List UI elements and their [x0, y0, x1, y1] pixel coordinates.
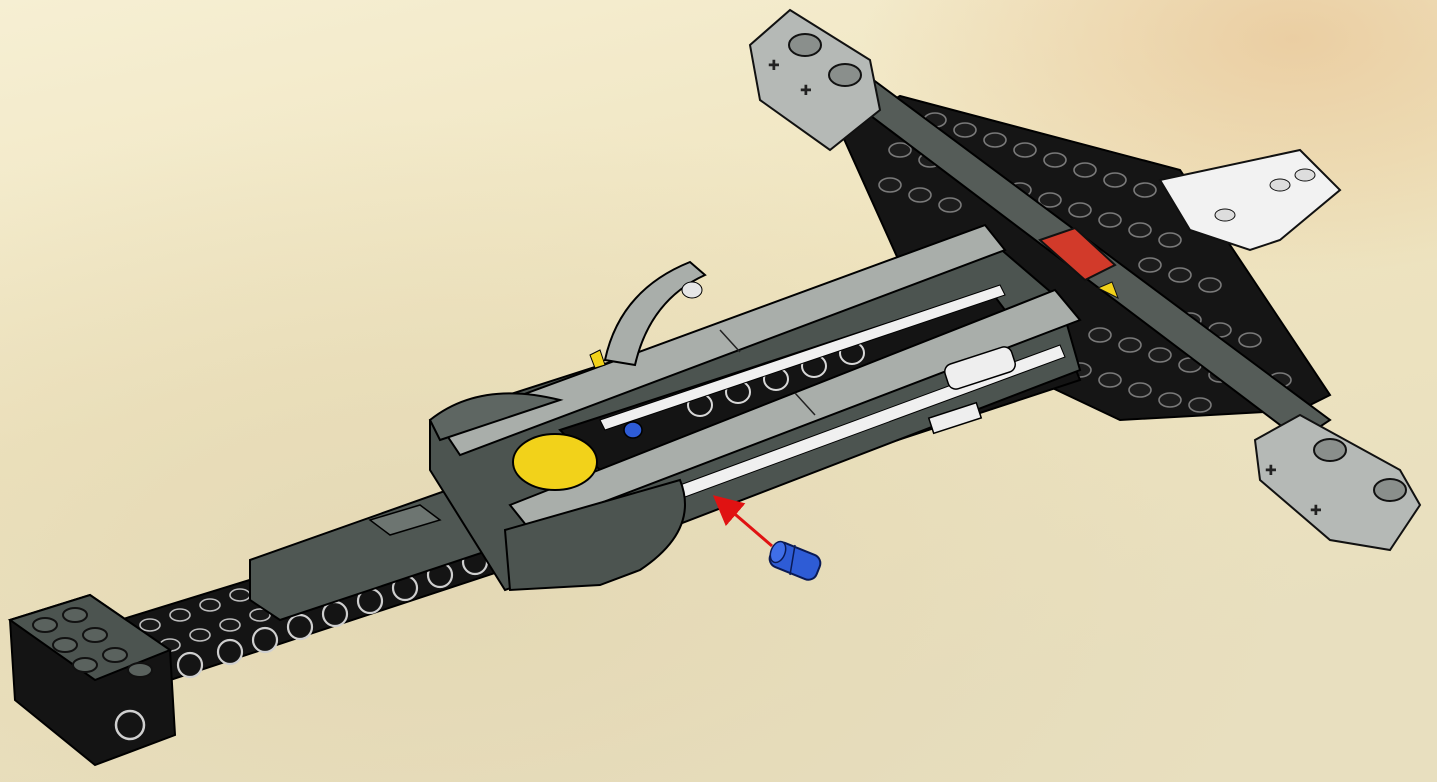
yellow-round-plate	[513, 434, 597, 490]
svg-text:✚: ✚	[768, 58, 780, 74]
blue-stud	[624, 422, 642, 438]
svg-text:✚: ✚	[1310, 503, 1322, 519]
svg-text:✚: ✚	[800, 83, 812, 99]
svg-text:✚: ✚	[1265, 463, 1277, 479]
